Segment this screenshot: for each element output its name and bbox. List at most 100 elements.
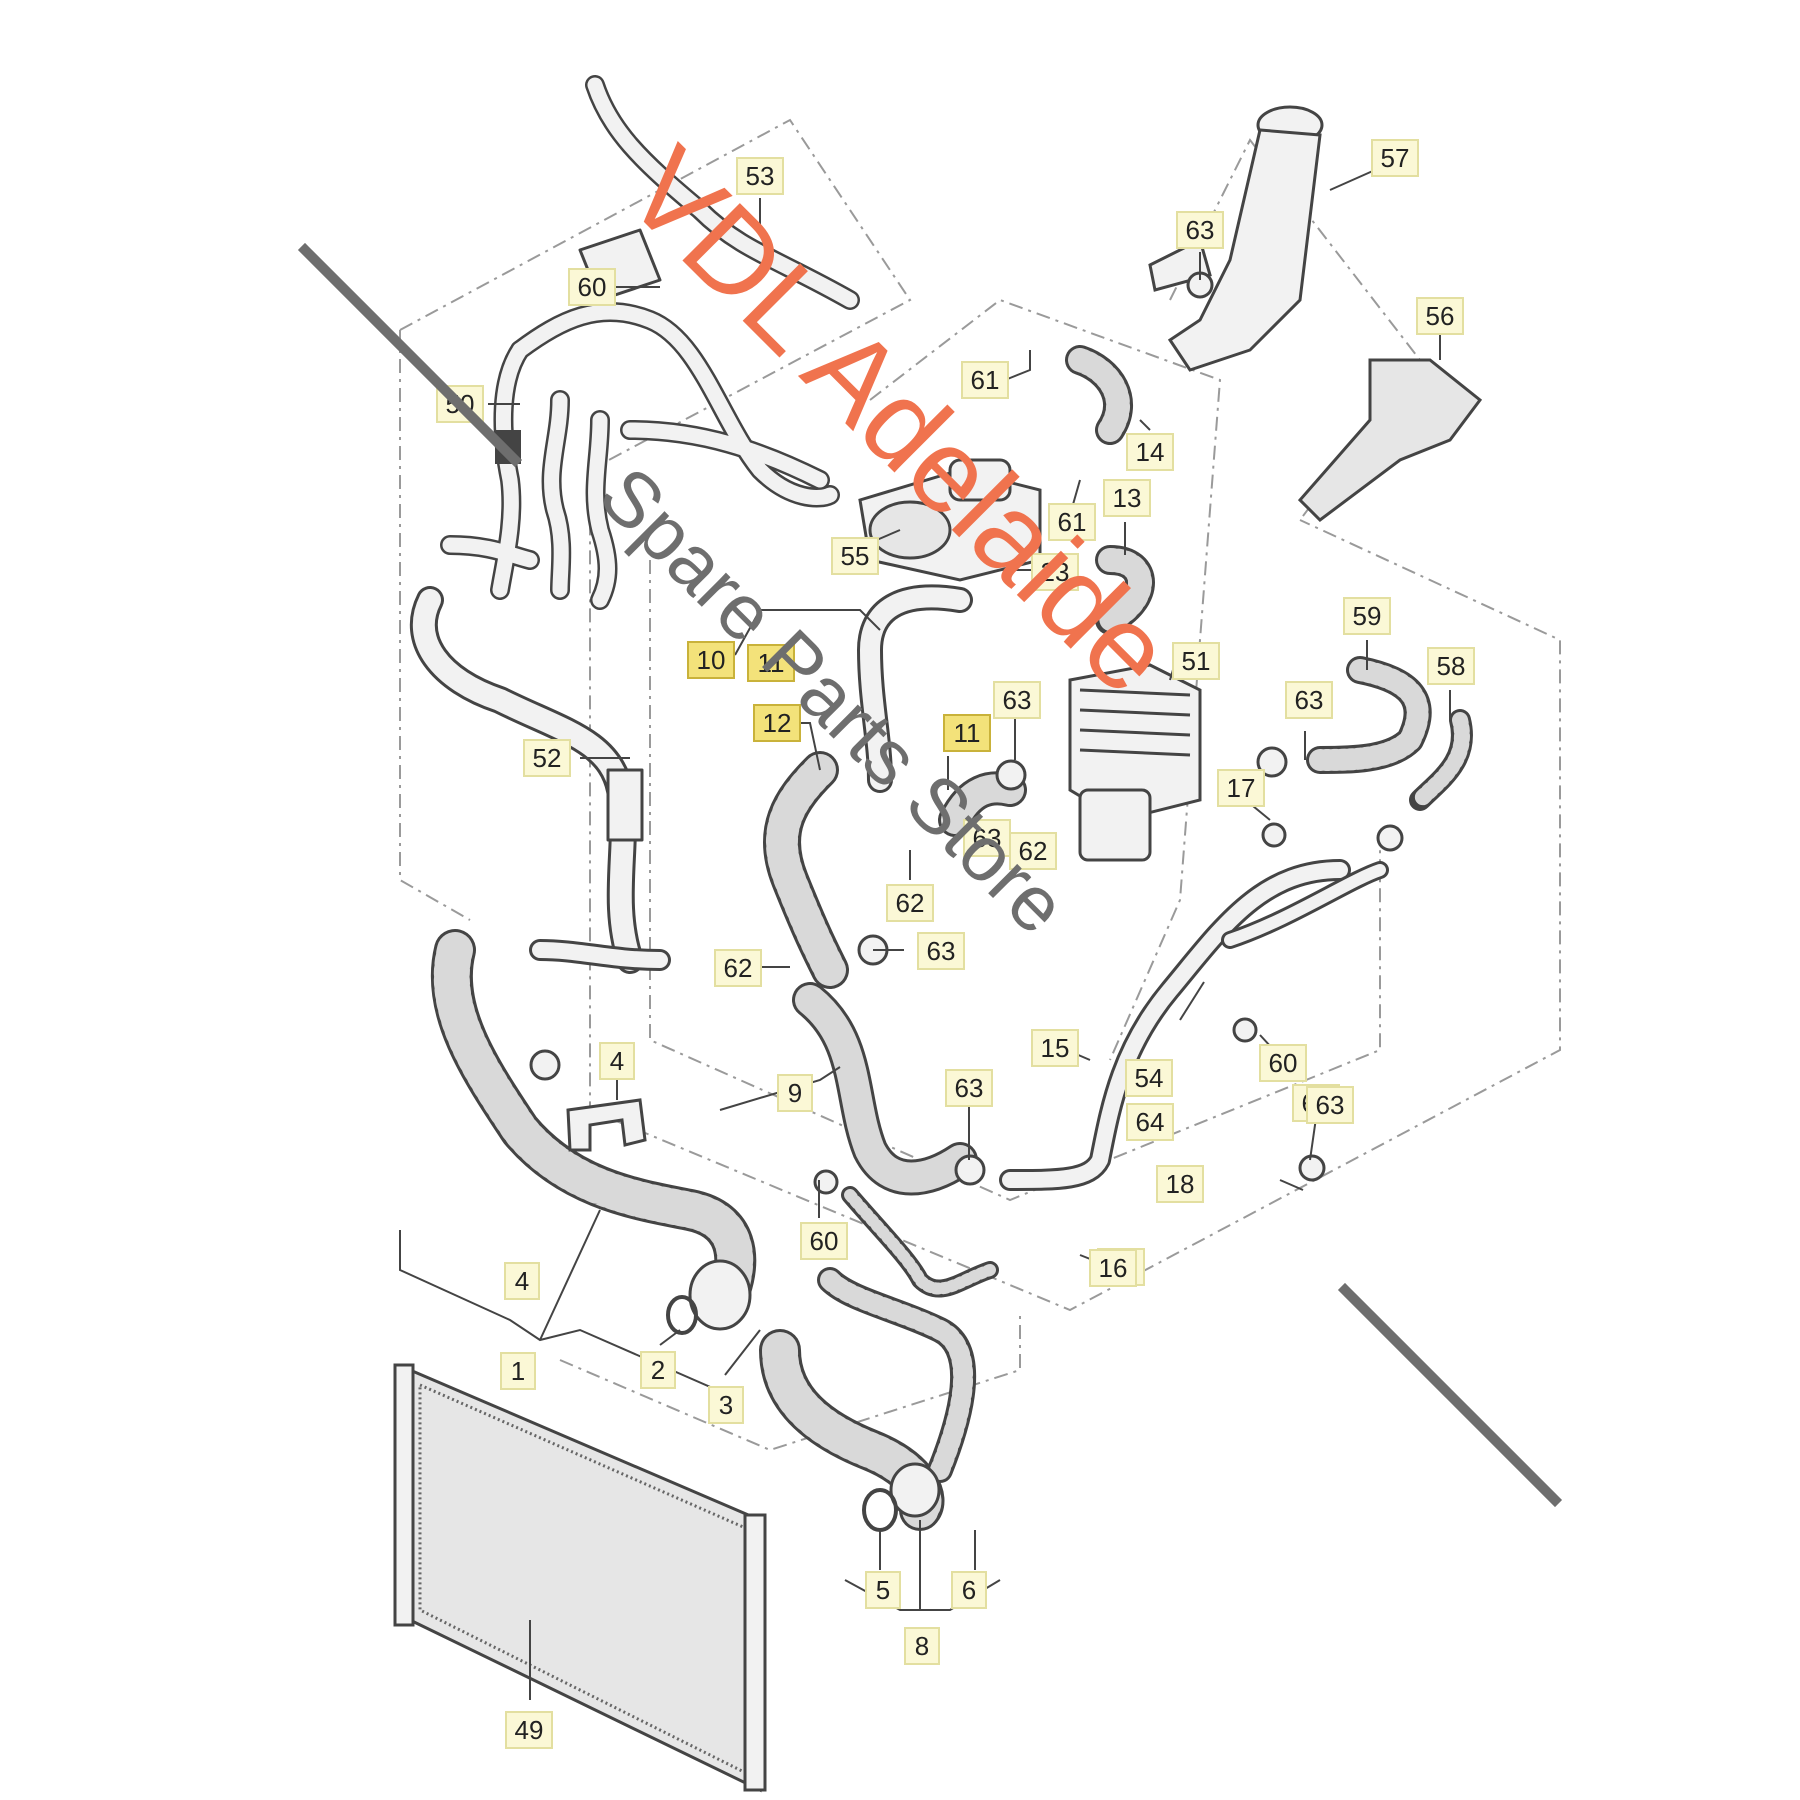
callout-number: 3 [719, 1390, 733, 1420]
callout-number: 60 [1269, 1048, 1298, 1078]
callout-16: 16 [1089, 1249, 1137, 1287]
callout-60: 60 [568, 268, 616, 306]
thermostat-housing-55 [858, 458, 1042, 582]
hose-assembly-8 [759, 1186, 999, 1531]
callout-number: 17 [1227, 773, 1256, 803]
filler-neck-57 [1148, 105, 1324, 372]
callout-54: 54 [1125, 1059, 1173, 1097]
callout-box [943, 714, 991, 752]
watermark-stripe-bottom [1337, 1282, 1563, 1508]
callout-number: 11 [954, 718, 981, 748]
callout-labels: 5360506114576356556113231011125211635159… [436, 139, 1475, 1749]
callout-number: 55 [841, 541, 870, 571]
callout-box [714, 949, 762, 987]
callout-number: 63 [1316, 1090, 1345, 1120]
callout-box [687, 641, 735, 679]
callout-box [1416, 297, 1464, 335]
clamps [529, 271, 1404, 1195]
callout-box [1217, 769, 1265, 807]
callout-60: 60 [1259, 1044, 1307, 1082]
callout-number: 63 [1186, 215, 1215, 245]
callout-13: 13 [1103, 479, 1151, 517]
callout-number: 16 [1099, 1253, 1128, 1283]
callout-box [1259, 1044, 1307, 1082]
callout-box [1048, 503, 1096, 541]
callout-number: 14 [1136, 437, 1165, 467]
callout-52: 52 [523, 739, 571, 777]
callout-number: 56 [1426, 301, 1455, 331]
callout-63: 63 [1176, 211, 1224, 249]
callout-number: 63 [1003, 685, 1032, 715]
callout-box [1089, 1249, 1137, 1287]
callout-60: 60 [800, 1222, 848, 1260]
callout-number: 61 [971, 365, 1000, 395]
callout-box [1031, 1029, 1079, 1067]
callout-15: 15 [1031, 1029, 1079, 1067]
callout-63: 63 [945, 1069, 993, 1107]
callout-62: 62 [714, 949, 762, 987]
callout-6: 6 [951, 1571, 987, 1609]
callout-17: 17 [1217, 769, 1265, 807]
callout-number: 63 [955, 1073, 984, 1103]
callout-box [753, 704, 801, 742]
callout-box [831, 537, 879, 575]
callout-number: 2 [651, 1355, 665, 1385]
callout-number: 57 [1381, 143, 1410, 173]
callout-64: 64 [1126, 1103, 1174, 1141]
callout-box [1126, 433, 1174, 471]
callout-number: 63 [927, 936, 956, 966]
callout-56: 56 [1416, 297, 1464, 335]
callout-number: 62 [724, 953, 753, 983]
callout-8: 8 [904, 1627, 940, 1665]
callout-3: 3 [708, 1386, 744, 1424]
callout-box [1285, 681, 1333, 719]
callout-box [993, 681, 1041, 719]
callout-61: 61 [1048, 503, 1096, 541]
callout-9: 9 [777, 1074, 813, 1112]
callout-2: 2 [640, 1351, 676, 1389]
callout-box [747, 644, 795, 682]
callout-58: 58 [1427, 647, 1475, 685]
callout-box [1103, 479, 1151, 517]
callout-number: 11 [758, 648, 785, 678]
hoses-58-59 [1306, 656, 1473, 811]
callout-18: 18 [1156, 1165, 1204, 1203]
callout-57: 57 [1371, 139, 1419, 177]
callout-number: 4 [610, 1046, 624, 1076]
callout-49: 49 [505, 1711, 553, 1749]
callout-59: 59 [1343, 597, 1391, 635]
callout-12: 12 [753, 704, 801, 742]
callout-55: 55 [831, 537, 879, 575]
callout-63: 63 [1306, 1086, 1354, 1124]
callout-box [961, 361, 1009, 399]
seal-ring-2 [666, 1295, 698, 1335]
callout-box [777, 1074, 813, 1112]
callout-number: 18 [1166, 1169, 1195, 1199]
callout-number: 63 [973, 823, 1002, 853]
callout-box [568, 268, 616, 306]
callout-box [951, 1571, 987, 1609]
callout-63: 63 [1285, 681, 1333, 719]
callout-number: 59 [1353, 601, 1382, 631]
callout-box [865, 1571, 901, 1609]
callout-box [1126, 1103, 1174, 1141]
callout-number: 12 [763, 708, 792, 738]
callout-5: 5 [865, 1571, 901, 1609]
callout-1: 1 [500, 1352, 536, 1390]
callout-box [904, 1627, 940, 1665]
callout-box [640, 1351, 676, 1389]
callout-box [1156, 1165, 1204, 1203]
callout-63: 63 [963, 819, 1011, 857]
callout-number: 61 [1058, 507, 1087, 537]
callout-number: 64 [1136, 1107, 1165, 1137]
callout-number: 23 [1041, 557, 1070, 587]
callout-box [1031, 553, 1079, 591]
radiator-hose-1 [430, 929, 757, 1331]
callout-61: 61 [961, 361, 1009, 399]
callout-number: 6 [962, 1575, 976, 1605]
hose-9 [792, 982, 978, 1196]
callout-box [1172, 642, 1220, 680]
callout-box [800, 1222, 848, 1260]
callout-number: 62 [896, 888, 925, 918]
